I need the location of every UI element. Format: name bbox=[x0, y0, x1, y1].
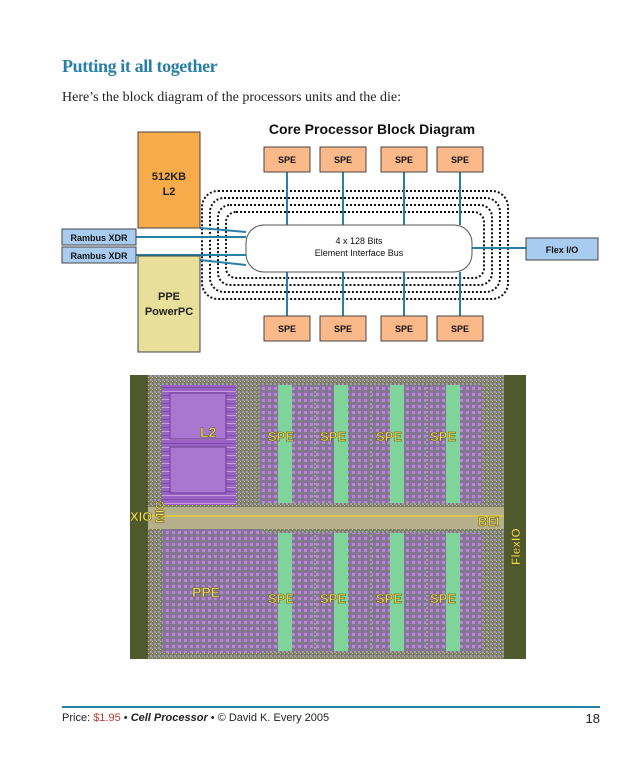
spe-block bbox=[263, 315, 311, 342]
block-diagram: Core Processor Block Diagram 4 x 128 Bit… bbox=[61, 121, 599, 353]
die-spe-bottom bbox=[260, 533, 482, 651]
rambus-xdr-top-label: Rambus XDR bbox=[70, 233, 128, 243]
die-io-right bbox=[504, 375, 526, 659]
spe-block bbox=[380, 315, 428, 342]
die-spe-top bbox=[260, 385, 482, 503]
element-interface-bus bbox=[245, 224, 473, 273]
spe-block bbox=[436, 146, 484, 173]
die-label-bei: BEI bbox=[478, 514, 500, 529]
footer-rule bbox=[62, 706, 600, 708]
spe-bottom-row: SPE SPE SPE SPE bbox=[263, 315, 484, 342]
spe-top-row: SPE SPE SPE SPE bbox=[263, 146, 484, 173]
ring-bus-loops bbox=[201, 190, 509, 300]
page-heading: Putting it all together bbox=[62, 56, 218, 76]
die-label-spe: SPE bbox=[268, 591, 294, 606]
ppe-label-1: PPE bbox=[158, 291, 180, 303]
die-l2-block bbox=[169, 446, 227, 494]
spe-label: SPE bbox=[334, 324, 352, 334]
die-label-spe: SPE bbox=[320, 429, 346, 444]
rambus-xdr-bottom bbox=[61, 246, 137, 264]
spe-block bbox=[319, 315, 367, 342]
spe-block bbox=[380, 146, 428, 173]
die-eib-line bbox=[148, 515, 504, 517]
ppe-label-2: PowerPC bbox=[145, 306, 193, 318]
footer-title: Cell Processor bbox=[130, 712, 208, 724]
die-label-spe: SPE bbox=[376, 429, 402, 444]
die-label-spe: SPE bbox=[430, 591, 456, 606]
die-photo: L2 SPE SPE SPE SPE SPE SPE SPE SPE XIO M… bbox=[130, 375, 526, 659]
die-label-flexio: FlexIO bbox=[509, 528, 523, 565]
die-label-spe: SPE bbox=[430, 429, 456, 444]
footer-copyright: © David K. Every 2005 bbox=[217, 712, 330, 724]
die-eib-strip bbox=[148, 507, 504, 529]
spe-label: SPE bbox=[395, 324, 413, 334]
flex-io-block bbox=[525, 237, 599, 261]
l2-label-2: L2 bbox=[163, 186, 176, 198]
spe-label: SPE bbox=[395, 155, 413, 165]
footer-price-label: Price: bbox=[62, 712, 94, 724]
die-label-mic: MIC bbox=[153, 501, 167, 523]
spe-connectors bbox=[286, 172, 461, 316]
l2-label-1: 512KB bbox=[152, 171, 186, 183]
die-io-left bbox=[130, 375, 148, 659]
bus-label-2: Element Interface Bus bbox=[315, 248, 404, 258]
spe-label: SPE bbox=[451, 324, 469, 334]
intro-text: Here’s the block diagram of the processo… bbox=[62, 90, 402, 105]
page-footer: Price: $1.95 • Cell Processor • © David … bbox=[62, 711, 600, 726]
die-label-spe: SPE bbox=[268, 429, 294, 444]
die-label-l2: L2 bbox=[200, 424, 217, 440]
die-label-spe: SPE bbox=[376, 591, 402, 606]
page-number: 18 bbox=[585, 711, 600, 726]
spe-label: SPE bbox=[334, 155, 352, 165]
spe-block bbox=[319, 146, 367, 173]
spe-label: SPE bbox=[278, 155, 296, 165]
footer-price-value: $1.95 bbox=[93, 712, 121, 724]
io-connectors bbox=[136, 227, 526, 266]
l2-block bbox=[137, 131, 201, 229]
spe-label: SPE bbox=[451, 155, 469, 165]
footer-separator: • bbox=[207, 712, 218, 724]
rambus-xdr-top bbox=[61, 228, 137, 246]
bus-label-1: 4 x 128 Bits bbox=[335, 236, 383, 246]
die-label-ppe: PPE bbox=[192, 584, 220, 600]
die-l2-block bbox=[169, 392, 227, 440]
ppe-block bbox=[137, 255, 201, 353]
spe-block bbox=[436, 315, 484, 342]
spe-label: SPE bbox=[278, 324, 296, 334]
die-label-xio: XIO bbox=[130, 509, 152, 524]
diagram-title: Core Processor Block Diagram bbox=[269, 121, 475, 137]
spe-block bbox=[263, 146, 311, 173]
footer-separator: • bbox=[120, 712, 131, 724]
die-ppe-region bbox=[162, 525, 262, 653]
die-label-spe: SPE bbox=[320, 591, 346, 606]
rambus-xdr-bottom-label: Rambus XDR bbox=[70, 251, 128, 261]
flex-io-label: Flex I/O bbox=[546, 245, 579, 255]
